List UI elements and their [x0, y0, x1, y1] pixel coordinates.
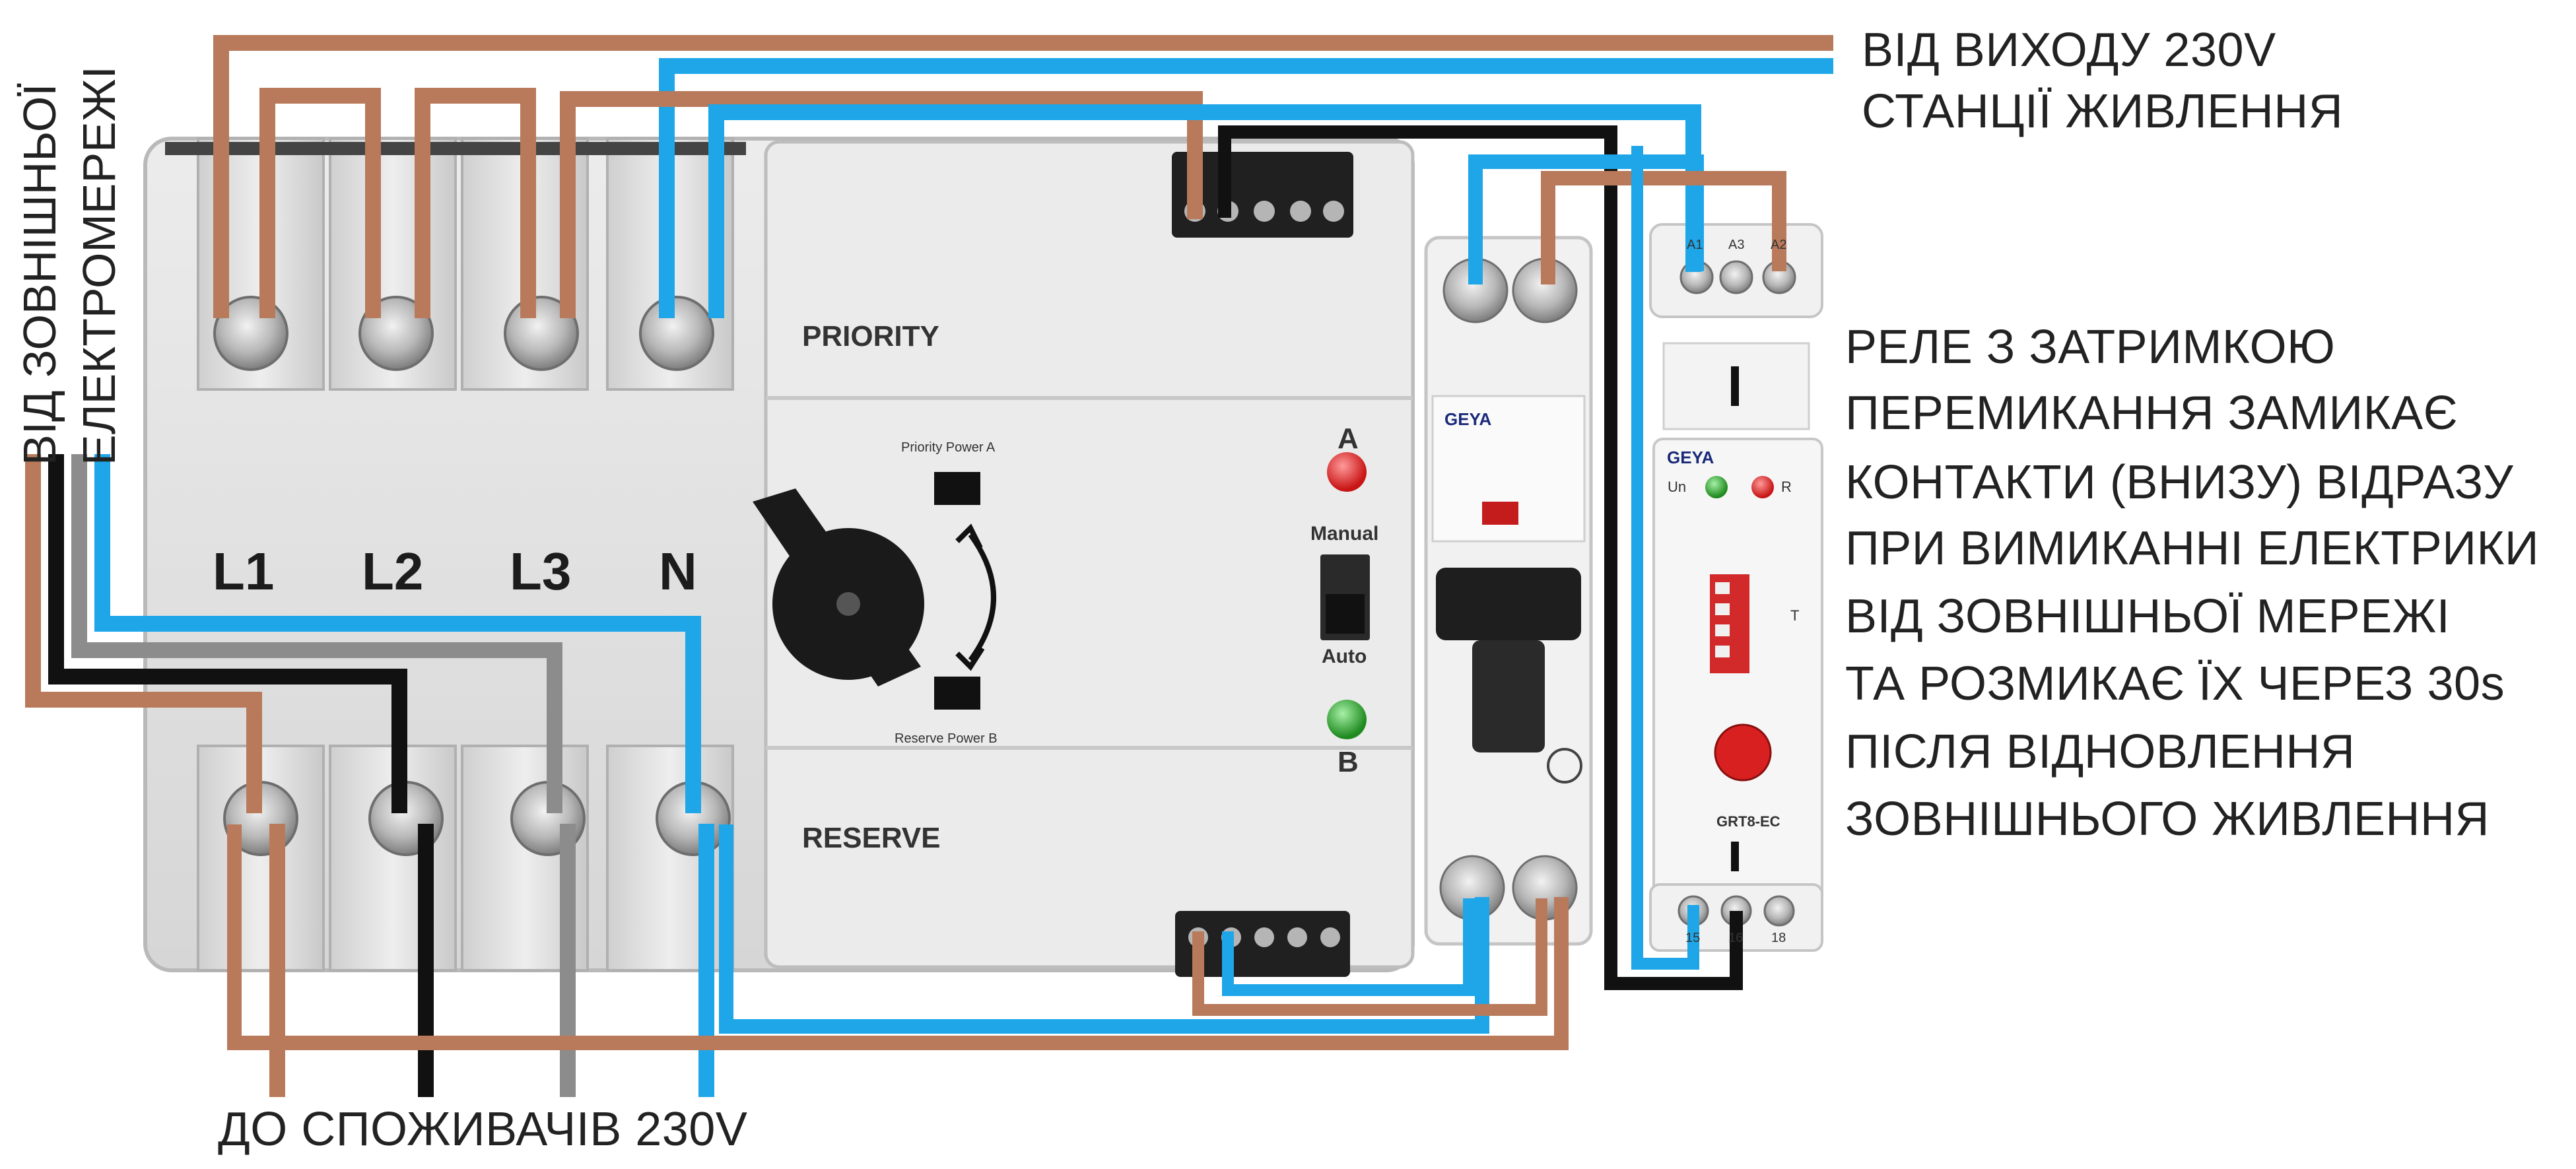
breaker-brand: GEYA [1444, 409, 1492, 429]
wire-blue-ext-n [94, 454, 701, 813]
terminal-label-l3: L3 [510, 542, 572, 601]
external-grid-label-1: ВІД ЗОВНІШНЬОЇ [14, 83, 65, 465]
manual-label: Manual [1310, 523, 1379, 545]
wire-blue-station-neutral [659, 58, 1833, 318]
led-a-icon [1327, 452, 1367, 492]
terminal-label-l1: L1 [213, 542, 275, 601]
wire-brown-ctrl-bottom [1192, 898, 1547, 1016]
relay-top-a3: A3 [1728, 238, 1745, 252]
wire-blue-ctrl-bottom [1222, 898, 1475, 996]
relay-top-a2: A2 [1771, 238, 1787, 252]
wire-brown-bottom-loop [227, 824, 1569, 1050]
relay-r-label: R [1781, 479, 1792, 495]
source-output-label-2: СТАНЦІЇ ЖИВЛЕННЯ [1862, 85, 2344, 138]
wire-black-ext-l2 [48, 454, 407, 813]
relay-un-label: Un [1668, 479, 1687, 495]
wire-blue-breaker-top [1468, 154, 1704, 284]
relay-desc-line-7: ПІСЛЯ ВІДНОВЛЕННЯ [1845, 725, 2356, 778]
source-output-label-1: ВІД ВИХОДУ 230V [1862, 24, 2276, 77]
priority-power-label: Priority Power A [901, 440, 996, 455]
external-grid-label-2: ЕЛЕКТРОМЕРЕЖІ [73, 66, 125, 465]
relay-bottom-15: 15 [1685, 931, 1701, 945]
relay-desc-line-2: ПЕРЕМИКАННЯ ЗАМИКАЄ [1845, 387, 2458, 440]
led-b-label: B [1338, 746, 1359, 778]
time-relay [1649, 223, 1823, 952]
relay-desc-line-5: ВІД ЗОВНІШНЬОЇ МЕРЕЖІ [1845, 590, 2451, 643]
rotary-handle[interactable] [753, 488, 924, 686]
wire-brown-ext-l1 [25, 454, 262, 813]
wire-brown-jumper-2 [415, 88, 536, 318]
terminal-label-l2: L2 [362, 542, 424, 601]
relay-top-a1: A1 [1687, 238, 1703, 252]
priority-label: PRIORITY [802, 320, 939, 352]
auto-label: Auto [1322, 646, 1367, 667]
wire-black-control [1218, 125, 1743, 990]
relay-desc-line-8: ЗОВНІШНЬОГО ЖИВЛЕННЯ [1845, 793, 2490, 846]
relay-brand: GEYA [1667, 448, 1714, 467]
relay-desc-line-3: КОНТАКТИ (ВНИЗУ) ВІДРАЗУ [1845, 456, 2514, 509]
manual-auto-switch[interactable] [1320, 554, 1370, 640]
consumers-label: ДО СПОЖИВАЧІВ 230V [218, 1103, 748, 1156]
wire-brown-breaker-top [1541, 171, 1786, 284]
led-b-icon [1327, 700, 1367, 739]
wires [25, 35, 1833, 1097]
wire-blue-bottom-loop [719, 824, 1489, 1034]
wire-brown-jumper-1 [259, 88, 381, 318]
wire-brown-station-phase [213, 35, 1833, 318]
position-indicators [934, 472, 996, 710]
circuit-breaker [1424, 236, 1593, 946]
terminal-label-n: N [659, 542, 697, 601]
reserve-label: RESERVE [802, 822, 941, 854]
relay-dip-label: T [1790, 607, 1800, 624]
relay-bottom-18: 18 [1771, 931, 1786, 945]
relay-bottom-16: 16 [1728, 931, 1744, 945]
led-a-label: A [1338, 422, 1359, 455]
relay-desc-line-4: ПРИ ВИМИКАННІ ЕЛЕКТРИКИ [1845, 522, 2540, 575]
reserve-power-label: Reserve Power B [895, 731, 998, 746]
relay-model: GRT8-EC [1716, 813, 1780, 830]
wire-grey-ext-l3 [71, 454, 562, 813]
wire-brown-control [560, 91, 1203, 318]
wire-blue-relay-15 [1631, 146, 1699, 970]
relay-desc-line-6: ТА РОЗМИКАЄ ЇХ ЧЕРЕЗ 30s [1845, 657, 2505, 710]
changeover-switch [143, 137, 1415, 977]
relay-desc-line-1: РЕЛЕ З ЗАТРИМКОЮ [1845, 321, 2336, 374]
